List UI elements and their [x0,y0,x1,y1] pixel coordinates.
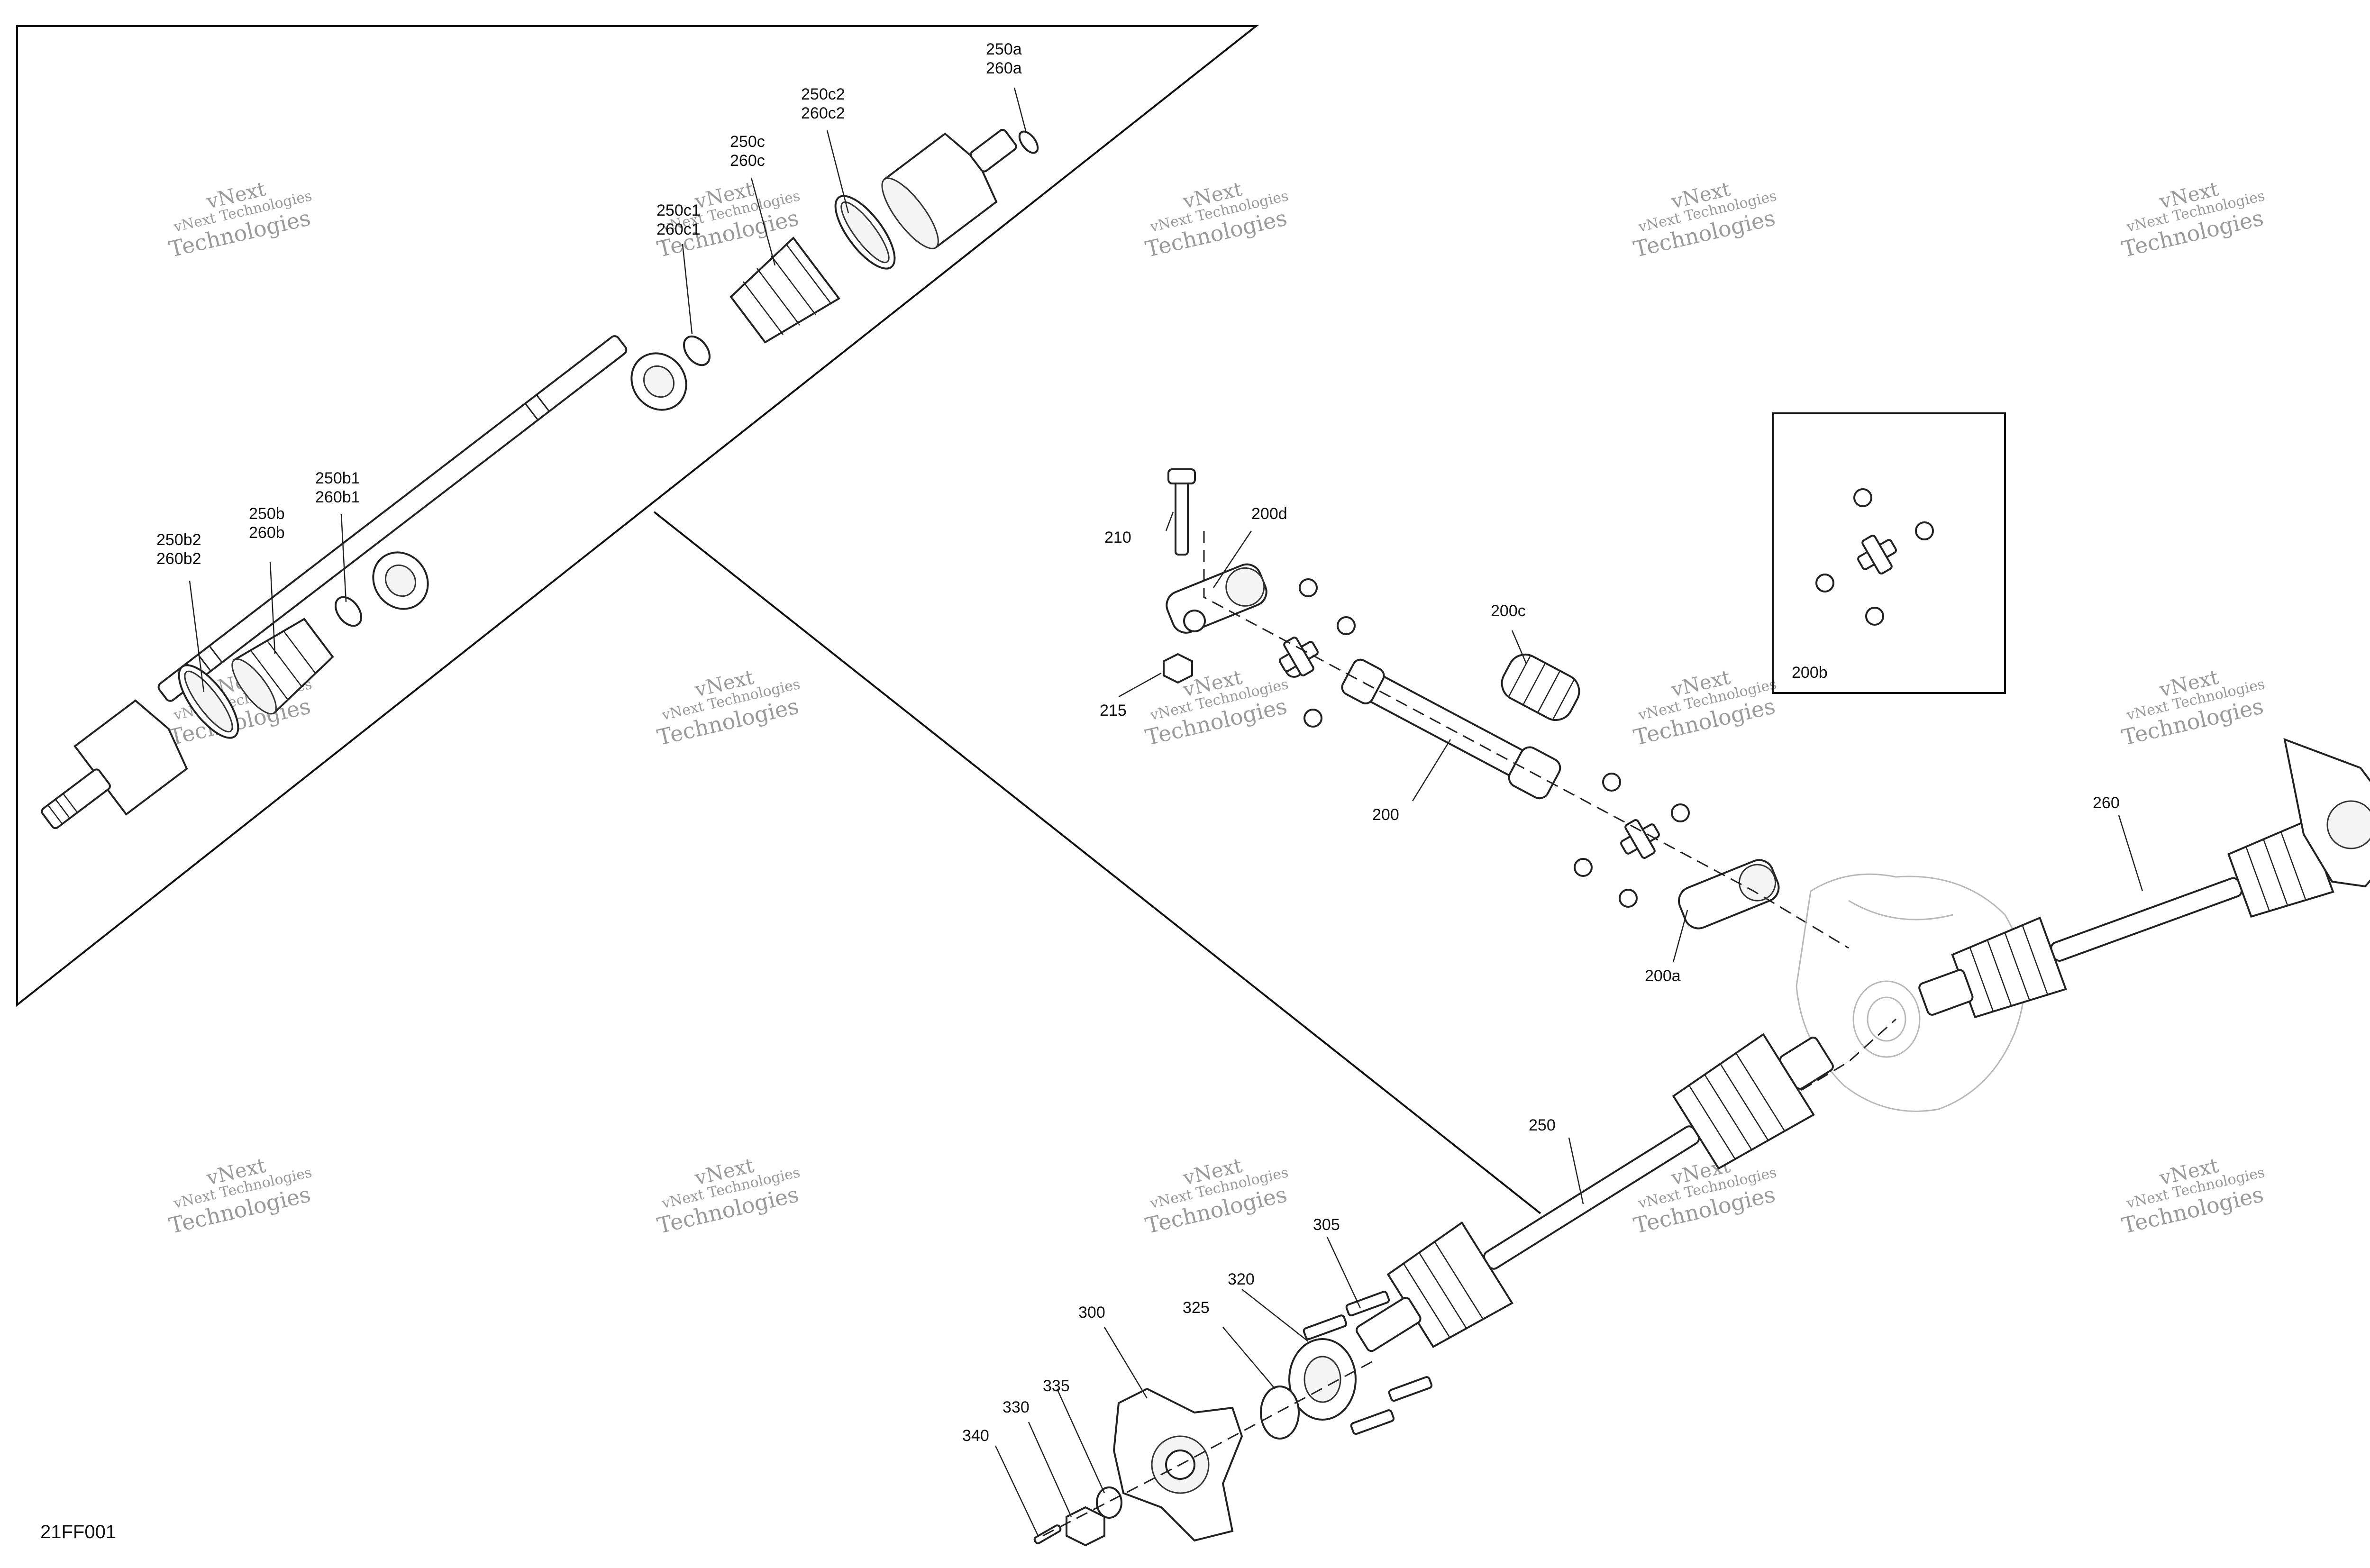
watermark: vNext vNext Technologies Technologies [166,177,313,262]
svg-text:250: 250 [1529,1116,1556,1134]
svg-text:260: 260 [2093,794,2120,812]
watermark: vNext vNext Technologies Technologies [1143,177,1290,262]
inset-universal-joint: 200b [1772,412,2006,694]
differential-housing [1796,873,2025,1112]
detail-shaft-assembly [41,128,1039,830]
svg-text:200d: 200d [1251,505,1287,523]
watermark: vNext vNext Technologies Technologies [1631,177,1778,262]
detail-pointer-line [653,511,1541,1214]
propeller-shaft-assembly [1163,468,1849,949]
watermark: vNext vNext Technologies Technologies [2119,177,2266,262]
svg-text:200c: 200c [1491,602,1526,620]
detail-frame [16,25,1259,1007]
watermark: vNext vNext Technologies Technologies [1631,665,1778,750]
svg-text:340: 340 [962,1427,989,1445]
svg-text:335: 335 [1043,1377,1070,1395]
watermark: vNext vNext Technologies Technologies [655,1154,802,1239]
leader-lines [189,87,2143,1536]
svg-text:200: 200 [1372,806,1399,824]
watermark: vNext vNext Technologies Technologies [166,1154,313,1239]
watermark: vNext vNext Technologies Technologies [2119,665,2266,750]
svg-text:320: 320 [1228,1270,1255,1288]
watermark: vNext vNext Technologies Technologies [2119,1154,2266,1239]
wheel-hub-assembly [1033,1291,1433,1547]
svg-text:210: 210 [1104,529,1131,547]
watermark-grid: vNext vNext Technologies Technologies vN… [166,177,2266,1239]
inset-label: 200b [1792,664,1828,682]
diagram-code: 21FF001 [40,1522,116,1542]
watermark: vNext vNext Technologies Technologies [655,665,802,750]
watermark: vNext vNext Technologies Technologies [1143,665,1290,750]
right-axle-assembly [1918,738,2370,1019]
svg-text:330: 330 [1003,1398,1030,1416]
svg-text:200a: 200a [1645,967,1681,985]
svg-text:305: 305 [1313,1216,1340,1234]
watermark: vNext vNext Technologies Technologies [1143,1154,1290,1239]
left-axle-assembly [1356,1018,1897,1352]
svg-text:215: 215 [1100,702,1127,720]
svg-text:300: 300 [1078,1304,1105,1322]
svg-text:325: 325 [1183,1299,1210,1317]
